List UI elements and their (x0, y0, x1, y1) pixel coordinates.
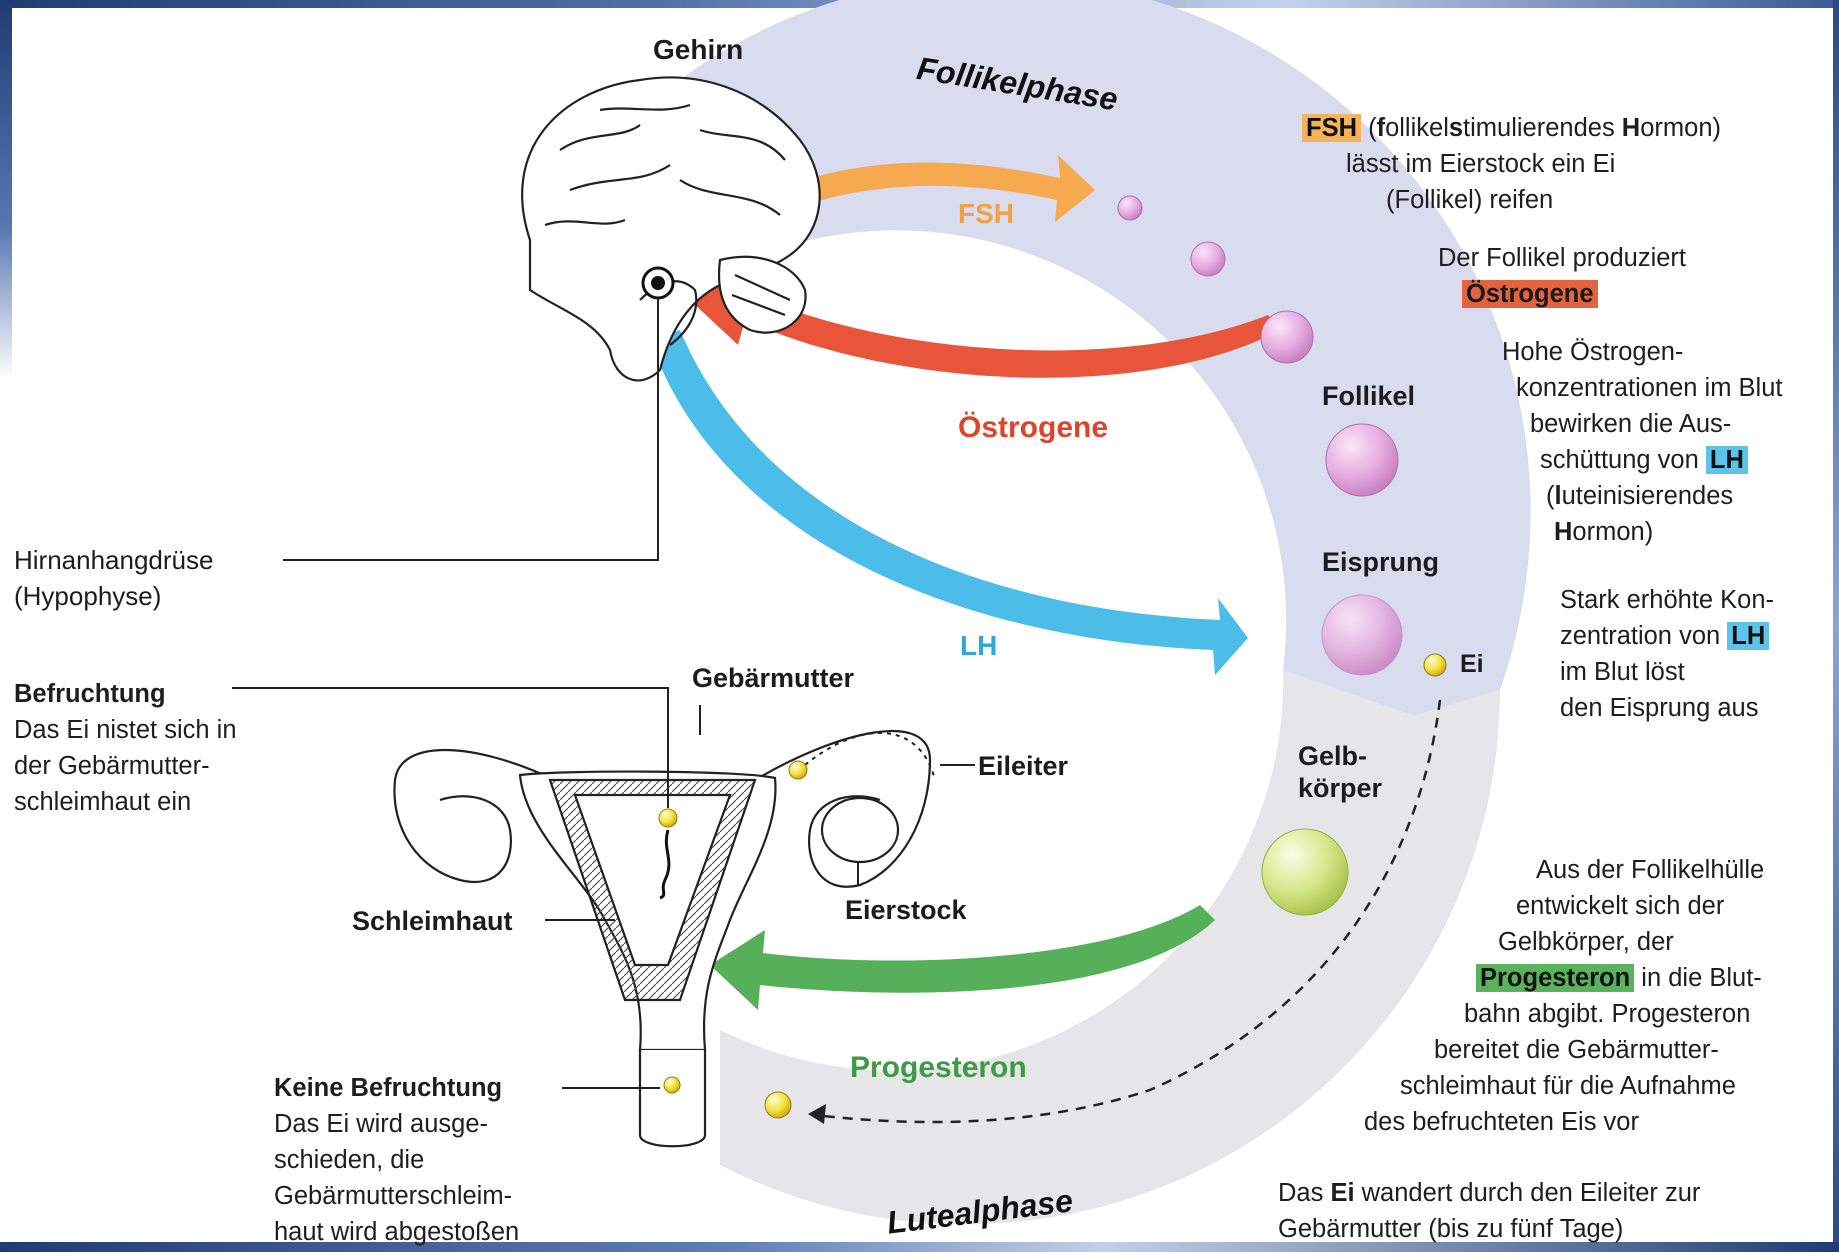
note-lh-line6: Hormon) (1502, 514, 1782, 550)
text-part: ollikel (1385, 114, 1449, 142)
text-part: in die Blut- (1634, 964, 1762, 992)
tag-fsh: FSH (1302, 114, 1361, 142)
note-ei-wandert: Das Ei wandert durch den Eileiter zur Ge… (1278, 1175, 1700, 1247)
note-oestrogene-line1: Der Follikel produziert (1438, 240, 1686, 276)
follicle-1 (1118, 196, 1142, 220)
note-befruchtung-title: Befruchtung (14, 676, 237, 712)
note-ei-wandert-line2: Gebärmutter (bis zu fünf Tage) (1278, 1211, 1700, 1247)
brain-illustration (522, 78, 820, 381)
label-gehirn: Gehirn (653, 32, 743, 68)
note-keine-befruchtung-line: Gebärmutterschleim- (274, 1178, 519, 1214)
follicle-4 (1326, 424, 1398, 496)
released-egg (1424, 654, 1446, 676)
note-lh-line1: Hohe Östrogen- (1502, 334, 1782, 370)
note-keine-befruchtung: Keine Befruchtung Das Ei wird ausge- sch… (274, 1070, 519, 1250)
note-befruchtung-line: schleimhaut ein (14, 784, 237, 820)
note-oestrogene: Der Follikel produziert Östrogene (1438, 240, 1686, 312)
text-part-bold: Ei (1330, 1179, 1354, 1207)
label-ei: Ei (1460, 646, 1484, 682)
tag-progesteron: Progesteron (1476, 964, 1634, 992)
note-keine-befruchtung-line: haut wird abgestoßen (274, 1214, 519, 1250)
label-lh: LH (960, 628, 997, 664)
label-follikel: Follikel (1322, 378, 1415, 414)
tag-lh: LH (1706, 446, 1748, 474)
text-part: schüttung von (1540, 446, 1706, 474)
egg-luteal (765, 1092, 791, 1118)
label-schleimhaut: Schleimhaut (352, 903, 513, 939)
label-eierstock: Eierstock (845, 892, 967, 928)
note-keine-befruchtung-title: Keine Befruchtung (274, 1070, 519, 1106)
text-part: ( (1361, 114, 1377, 142)
egg-in-tube (789, 761, 807, 779)
note-fsh: FSH (follikelstimulierendes Hormon) läss… (1302, 110, 1721, 218)
note-progesteron-line8: des befruchteten Eis vor (1364, 1104, 1764, 1140)
pituitary-gland-icon (651, 276, 665, 290)
note-lh-line5: (luteinisierendes (1502, 478, 1782, 514)
egg-in-uterus (659, 809, 677, 827)
note-keine-befruchtung-line: schieden, die (274, 1142, 519, 1178)
note-keine-befruchtung-line: Das Ei wird ausge- (274, 1106, 519, 1142)
label-fsh: FSH (958, 196, 1014, 232)
label-eisprung: Eisprung (1322, 544, 1439, 580)
note-progesteron-line5: bahn abgibt. Progesteron (1364, 996, 1764, 1032)
note-eisprung-line2: zentration von LH (1560, 618, 1774, 654)
label-gelbkoerper-line2: körper (1298, 773, 1382, 803)
note-progesteron: Aus der Follikelhülle entwickelt sich de… (1364, 852, 1764, 1140)
egg-in-cervix (664, 1077, 680, 1093)
note-lh: Hohe Östrogen- konzentrationen im Blut b… (1502, 334, 1782, 550)
note-befruchtung: Befruchtung Das Ei nistet sich in der Ge… (14, 676, 237, 820)
lh-arrow (650, 330, 1248, 675)
label-hypophyse-line1: Hirnanhangdrüse (14, 545, 213, 575)
text-part-bold: H (1554, 518, 1572, 546)
note-fsh-line3: (Follikel) reifen (1302, 182, 1721, 218)
tag-oestrogene: Östrogene (1462, 280, 1598, 308)
corpus-luteum (1262, 829, 1348, 915)
note-progesteron-line7: schleimhaut für die Aufnahme (1364, 1068, 1764, 1104)
note-progesteron-line3: Gelbkörper, der (1364, 924, 1764, 960)
text-part: ormon) (1572, 518, 1653, 546)
text-part: zentration von (1560, 622, 1727, 650)
note-eisprung-line1: Stark erhöhte Kon- (1560, 582, 1774, 618)
note-oestrogene-tagline: Östrogene (1438, 276, 1686, 312)
follicle-3 (1261, 311, 1313, 363)
label-gebaermutter: Gebärmutter (692, 660, 854, 696)
note-fsh-line2: lässt im Eierstock ein Ei (1302, 146, 1721, 182)
note-progesteron-line2: entwickelt sich der (1364, 888, 1764, 924)
note-eisprung-line3: im Blut löst (1560, 654, 1774, 690)
note-lh-line3: bewirken die Aus- (1502, 406, 1782, 442)
text-part-bold: l (1555, 482, 1562, 510)
label-hypophyse: Hirnanhangdrüse (Hypophyse) (14, 542, 213, 614)
label-oestrogene: Östrogene (958, 410, 1108, 446)
text-part-bold: s (1449, 114, 1463, 142)
label-gelbkoerper-line1: Gelb- (1298, 741, 1367, 771)
ovulation-follicle (1322, 595, 1402, 675)
text-part: wandert durch den Eileiter zur (1355, 1179, 1701, 1207)
note-progesteron-line4: Progesteron in die Blut- (1364, 960, 1764, 996)
note-lh-line2: konzentrationen im Blut (1502, 370, 1782, 406)
note-lh-line4: schüttung von LH (1502, 442, 1782, 478)
text-part-bold: f (1377, 114, 1386, 142)
note-eisprung: Stark erhöhte Kon- zentration von LH im … (1560, 582, 1774, 726)
text-part: uteinisierendes (1562, 482, 1734, 510)
text-part: Das (1278, 1179, 1330, 1207)
text-part: timulierendes (1463, 114, 1622, 142)
text-part: ormon) (1640, 114, 1721, 142)
note-befruchtung-line: Das Ei nistet sich in (14, 712, 237, 748)
label-gelbkoerper: Gelb- körper (1298, 740, 1382, 804)
note-befruchtung-line: der Gebärmutter- (14, 748, 237, 784)
text-part-bold: H (1622, 114, 1640, 142)
note-ei-wandert-line1: Das Ei wandert durch den Eileiter zur (1278, 1175, 1700, 1211)
tag-lh: LH (1727, 622, 1769, 650)
label-progesteron: Progesteron (850, 1050, 1027, 1086)
note-progesteron-line6: bereitet die Gebärmutter- (1364, 1032, 1764, 1068)
label-hypophyse-line2: (Hypophyse) (14, 581, 161, 611)
note-fsh-line1: FSH (follikelstimulierendes Hormon) (1302, 110, 1721, 146)
follicle-2 (1191, 242, 1225, 276)
text-part: ( (1546, 482, 1555, 510)
note-eisprung-line4: den Eisprung aus (1560, 690, 1774, 726)
label-eileiter: Eileiter (978, 748, 1068, 784)
note-progesteron-line1: Aus der Follikelhülle (1364, 852, 1764, 888)
